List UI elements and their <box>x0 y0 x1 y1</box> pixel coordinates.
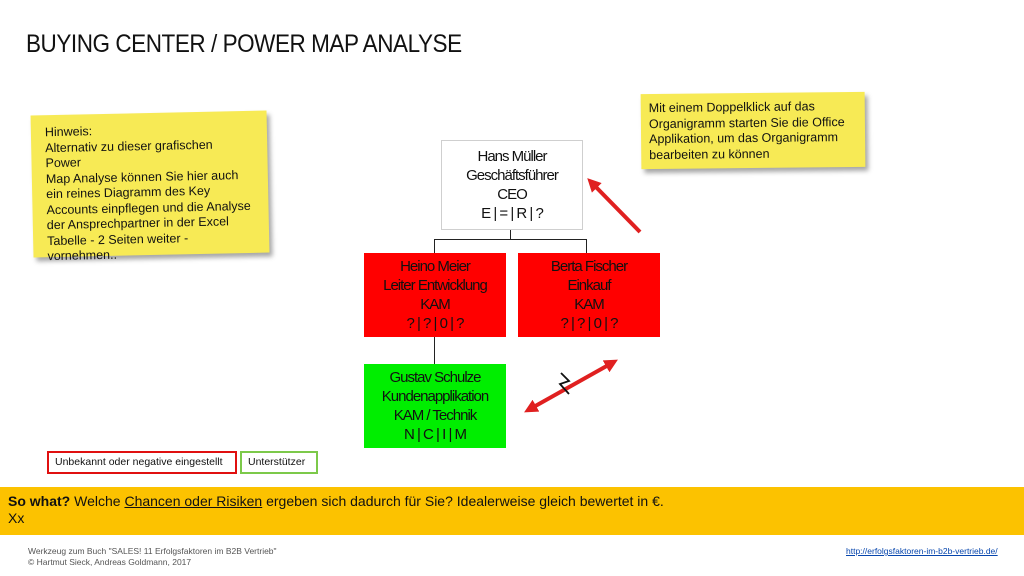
org-node-name: Berta Fischer <box>550 258 628 275</box>
footer-credits: Werkzeug zum Buch "SALES! 11 Erfolgsfakt… <box>28 546 277 568</box>
org-node-rating: N | C | I | M <box>403 426 467 443</box>
org-node-name: Gustav Schulze <box>389 369 481 386</box>
footer-link[interactable]: http://erfolgsfaktoren-im-b2b-vertrieb.d… <box>846 546 998 556</box>
connector-horizontal <box>434 239 587 240</box>
footer-line: Werkzeug zum Buch "SALES! 11 Erfolgsfakt… <box>28 546 277 556</box>
org-node-berta[interactable]: Berta Fischer Einkauf KAM ? | ? | 0 | ? <box>518 253 660 337</box>
so-what-pre: Welche <box>70 493 125 509</box>
org-node-rating: ? | ? | 0 | ? <box>406 315 464 332</box>
so-what-label: So what? <box>8 493 71 509</box>
org-node-role: Leiter Entwicklung <box>383 277 488 294</box>
org-node-rating: ? | ? | 0 | ? <box>560 315 618 332</box>
page-title: BUYING CENTER / POWER MAP ANALYSE <box>26 30 462 58</box>
footer-line: © Hartmut Sieck, Andreas Goldmann, 2017 <box>28 557 192 567</box>
org-node-ceo[interactable]: Hans Müller Geschäftsführer CEO E | = | … <box>441 140 583 230</box>
org-node-role: Kundenapplikation <box>381 388 489 405</box>
org-node-title: CEO <box>497 186 528 203</box>
lightning-icon <box>558 372 571 395</box>
so-what-banner <box>0 487 1024 535</box>
so-what-post: ergeben sich dadurch für Sie? Idealerwei… <box>262 493 664 509</box>
org-node-role: Einkauf <box>567 277 611 294</box>
so-what-text: So what? Welche Chancen oder Risiken erg… <box>8 493 664 527</box>
legend-negative: Unbekannt oder negative eingestellt <box>47 451 237 474</box>
org-node-role: Geschäftsführer <box>466 167 559 184</box>
org-node-title: KAM / Technik <box>393 407 478 424</box>
legend-supporter: Unterstützer <box>240 451 318 474</box>
influence-arrow <box>587 178 642 234</box>
connector-heino-gustav <box>434 337 435 364</box>
org-node-rating: E | = | R | ? <box>481 205 544 222</box>
org-node-gustav[interactable]: Gustav Schulze Kundenapplikation KAM / T… <box>364 364 506 448</box>
conflict-arrow <box>524 359 618 413</box>
org-node-name: Hans Müller <box>477 148 547 165</box>
connector-berta <box>586 239 587 253</box>
so-what-underlined: Chancen oder Risiken <box>124 493 263 509</box>
org-node-title: KAM <box>574 296 605 313</box>
connector-ceo-down <box>510 228 511 239</box>
so-what-line2: Xx <box>8 510 25 526</box>
connector-heino <box>434 239 435 253</box>
org-node-title: KAM <box>420 296 451 313</box>
org-node-name: Heino Meier <box>400 258 471 275</box>
org-node-heino[interactable]: Heino Meier Leiter Entwicklung KAM ? | ?… <box>364 253 506 337</box>
